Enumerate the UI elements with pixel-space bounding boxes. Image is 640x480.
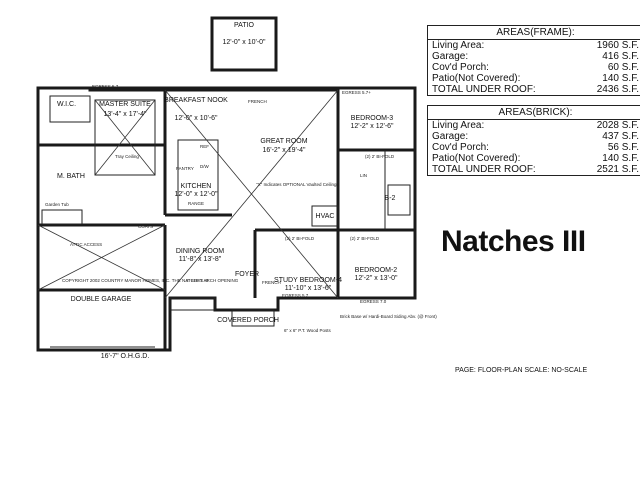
m-bath-label: M. BATH [57,173,85,180]
porch-step [231,309,275,327]
dw-label: D/W [200,164,210,169]
egress-b3: EGRESS 5.7+ [342,90,371,95]
wic-label: W.I.C. [57,101,76,108]
patio-size: 12'-0" x 10'-0" [222,39,266,46]
row-label: TOTAL UNDER ROOF: [432,164,536,175]
plan-title: Natches III [441,225,586,258]
bifold-study: (2) 2' BI-FOLD [285,236,315,241]
hvac-label: HVAC [316,213,335,220]
garage-label: DOUBLE GARAGE [71,296,132,303]
row-label: Patio(Not Covered): [432,73,521,84]
table-row: Cov'd Porch: 56 S.F. [428,142,640,153]
row-label: TOTAL UNDER ROOF: [432,84,536,95]
breakfast-label: BREAKFAST NOOK [164,97,228,104]
row-value: 416 S.F. [602,51,639,62]
bedroom3-label: BEDROOM-3 [351,115,394,122]
dining-label: DINING ROOM [176,248,224,255]
egress-study: EGRESS 5.7 [282,293,309,298]
breakfast-size: 12'-0" x 10'-6" [174,115,218,122]
pantry-label: PANTRY [176,166,194,171]
table-row: Garage: 416 S.F. [428,51,640,62]
master-inner [94,99,156,176]
french-foyer: FRENCH [262,280,281,285]
row-label: Living Area: [432,40,485,51]
patio-label: PATIO [234,22,255,29]
garage-door-label: 16'-7" O.H.G.D. [101,353,150,360]
table-row: Patio(Not Covered): 140 S.F. [428,153,640,164]
row-label: Living Area: [432,120,485,131]
bedroom2-size: 12'-2" x 13'-0" [354,275,398,282]
foyer-label: FOYER [235,271,259,278]
vaulted-note: "X" Indicates OPTIONAL Vaulted Ceiling [256,182,337,187]
tray-line-2 [94,99,156,176]
wic-outline [49,95,91,123]
master-label: MASTER SUITE [99,101,151,108]
bedroom3-size: 12'-2" x 12'-6" [350,123,394,130]
row-value: 1960 S.F. [596,40,639,51]
row-value: 140 S.F. [602,153,639,164]
egress-b2: EGRESS 7.0 [360,299,387,304]
great-room-label: GREAT ROOM [260,138,307,145]
table-row: Patio(Not Covered): 140 S.F. [428,73,640,84]
row-value: 2436 S.F. [596,84,639,95]
bifold-b2: (2) 2' BI-FOLD [350,236,380,241]
row-value: 56 S.F. [607,142,639,153]
bifold-b3: (2) 2' BI-FOLD [365,154,395,159]
master-size: 13'-4" x 17'-4" [103,111,147,118]
tray-ceiling: Tray Ceiling [115,154,139,159]
tub-bath2 [387,184,411,216]
porch-left [169,297,216,311]
hvac-closet [311,205,339,227]
table-row: Living Area: 2028 S.F. [428,120,640,131]
kitchen-size: 12'-0" x 12'-0" [174,191,218,198]
row-label: Cov'd Porch: [432,62,489,73]
linen-label: LIN [360,173,367,178]
table-row: Cov'd Porch: 60 S.F. [428,62,640,73]
egress-master: EGRESS 5.7 [92,84,119,89]
table-row: Living Area: 1960 S.F. [428,40,640,51]
areas-brick-table: AREAS(BRICK): Living Area: 2028 S.F. Gara… [427,105,640,176]
arch-note: 5' SOFT ARCH OPENING [186,278,239,283]
row-label: Cov'd Porch: [432,142,489,153]
areas-brick-header: AREAS(BRICK): [428,106,640,120]
covered-porch-label: COVERED PORCH [217,317,279,324]
table-row: Garage: 437 S.F. [428,131,640,142]
bedroom2-label: BEDROOM-2 [355,267,398,274]
scale-note: PAGE: FLOOR-PLAN SCALE: NO-SCALE [455,367,588,374]
brick-note: Brick Base w/ Hardi-Board Siding Abv. (@… [340,314,437,319]
copyright-note: COPYRIGHT 2002 COUNTRY MANOR HOMES, INC.… [62,278,208,283]
row-label: Garage: [432,51,469,62]
french-top: FRENCH [248,99,267,104]
row-value: 2028 S.F. [596,120,639,131]
b2-label: B-2 [385,195,396,202]
wood-posts-note: 6" x 6" P.T. Wood Posts [284,328,332,333]
row-value: 140 S.F. [602,73,639,84]
patio-outline [210,16,278,72]
garden-tub-label: Garden Tub [45,202,69,207]
kitchen-label: KITCHEN [181,183,212,190]
study-size: 11'-10" x 13'-6" [285,285,332,292]
ref-label: REF [200,144,209,149]
attic-note: ATTIC ACCESS [70,242,102,247]
range-label: RANGE [188,201,204,206]
study-label: STUDY BEDROOM-4 [274,277,342,284]
kitchen-counter [177,139,219,211]
garage-line-2 [37,224,166,291]
row-value: 437 S.F. [602,131,639,142]
dining-size: 11'-8" x 13'-8" [179,256,222,263]
coats-label: COATS [138,224,153,229]
row-value: 60 S.F. [607,62,639,73]
house-outline [36,86,417,352]
garden-tub [41,209,83,225]
vault-line-2 [164,89,339,299]
row-value: 2521 S.F. [596,164,639,175]
row-label: Patio(Not Covered): [432,153,521,164]
row-label: Garage: [432,131,469,142]
table-row-total: TOTAL UNDER ROOF: 2521 S.F. [428,164,640,175]
great-room-size: 16'-2" x 19'-4" [262,147,306,154]
table-row-total: TOTAL UNDER ROOF: 2436 S.F. [428,84,640,95]
areas-frame-header: AREAS(FRAME): [428,26,640,40]
areas-frame-table: AREAS(FRAME): Living Area: 1960 S.F. Gara… [427,25,640,96]
